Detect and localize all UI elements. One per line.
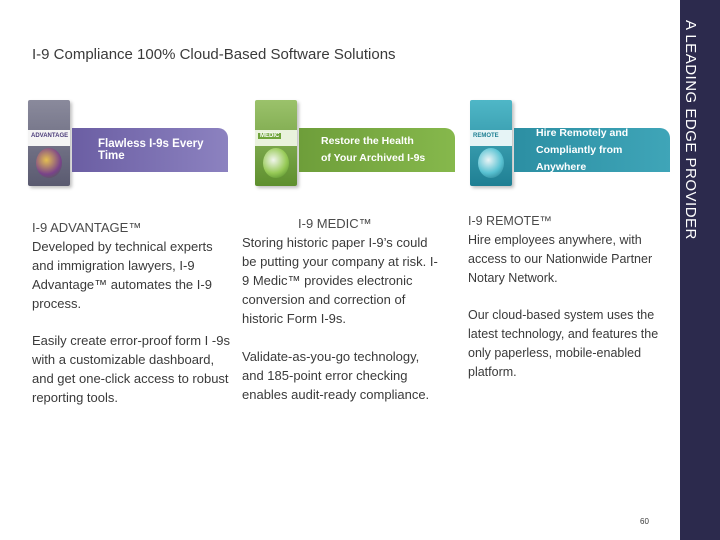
remote-heading: I-9 REMOTE™	[468, 214, 553, 228]
medic-banner-line-2: of Your Archived I-9s	[321, 152, 426, 164]
advantage-box-logo: ADVANTAGE	[31, 133, 69, 139]
medic-column: I-9 MEDIC™ Storing historic paper I-9’s …	[242, 214, 442, 404]
advantage-column: I-9 ADVANTAGE™ Developed by technical ex…	[32, 218, 237, 407]
medic-heading: I-9 MEDIC™	[298, 216, 372, 231]
remote-box-logo: REMOTE	[473, 133, 499, 139]
advantage-paragraph-1: Developed by technical experts and immig…	[32, 239, 213, 311]
advantage-software-box: ADVANTAGE	[28, 100, 70, 186]
remote-banner-line-2: Compliantly from Anywhere	[536, 143, 623, 173]
medic-box-logo: MEDIC	[258, 133, 282, 139]
medic-box-art	[263, 148, 289, 178]
remote-software-box: REMOTE	[470, 100, 512, 186]
remote-paragraph-1: Hire employees anywhere, with access to …	[468, 233, 653, 285]
medic-paragraph-1: Storing historic paper I-9’s could be pu…	[242, 235, 438, 326]
remote-paragraph-2: Our cloud-based system uses the latest t…	[468, 308, 659, 379]
page-number: 60	[640, 517, 649, 526]
medic-paragraph-2: Validate-as-you-go technology, and 185-p…	[242, 349, 430, 402]
slide-title: I-9 Compliance 100% Cloud-Based Software…	[32, 46, 396, 63]
advantage-banner: Flawless I-9s Every Time	[72, 128, 228, 172]
advantage-box-art	[36, 148, 62, 178]
remote-box-art	[478, 148, 504, 178]
advantage-product-image: ADVANTAGE Flawless I-9s Every Time	[28, 98, 228, 196]
remote-column: I-9 REMOTE™ Hire employees anywhere, wit…	[468, 212, 668, 382]
remote-banner: Hire Remotely and Compliantly from Anywh…	[514, 126, 670, 173]
side-banner-text: A LEADING EDGE PROVIDER	[682, 20, 699, 240]
medic-banner: Restore the Health of Your Archived I-9s	[299, 128, 455, 172]
medic-product-image: MEDIC Restore the Health of Your Archive…	[255, 98, 455, 196]
advantage-heading: I-9 ADVANTAGE™	[32, 220, 142, 235]
side-banner: A LEADING EDGE PROVIDER	[680, 0, 720, 540]
advantage-banner-text: Flawless I-9s Every Time	[98, 138, 204, 162]
medic-software-box: MEDIC	[255, 100, 297, 186]
advantage-paragraph-2: Easily create error-proof form I -9s wit…	[32, 333, 230, 405]
remote-banner-line-1: Hire Remotely and	[536, 126, 629, 139]
remote-product-image: REMOTE Hire Remotely and Compliantly fro…	[470, 98, 670, 196]
medic-banner-line-1: Restore the Health	[321, 135, 414, 147]
